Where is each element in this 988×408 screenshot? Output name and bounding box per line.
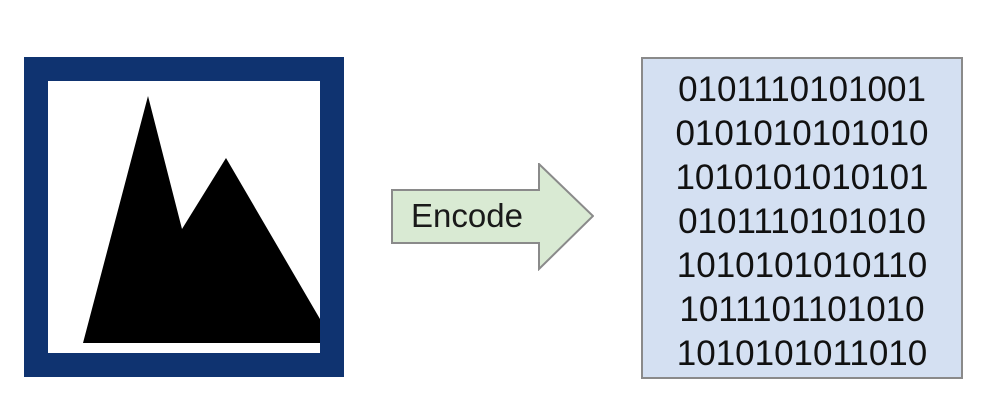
right-arrow-icon <box>391 163 594 271</box>
mountain-image-icon <box>83 96 320 343</box>
binary-line: 0101110101001 <box>678 70 926 109</box>
binary-line: 1010101010101 <box>675 158 929 197</box>
binary-lines: 0101110101001 0101010101010 101010101010… <box>643 68 961 376</box>
arrow-shape <box>391 163 594 271</box>
image-icon-canvas <box>48 81 320 353</box>
binary-line: 0101010101010 <box>675 114 929 153</box>
image-icon-frame <box>24 57 344 377</box>
encode-arrow: Encode <box>391 163 594 271</box>
mountain-shape <box>83 96 320 343</box>
binary-line: 1011101101010 <box>679 290 925 329</box>
encode-label: Encode <box>411 197 523 234</box>
binary-line: 1010101011010 <box>676 334 928 373</box>
binary-line: 1010101010110 <box>676 246 928 285</box>
binary-data-box: 0101110101001 0101010101010 101010101010… <box>641 57 963 379</box>
binary-line: 0101110101010 <box>678 202 926 241</box>
